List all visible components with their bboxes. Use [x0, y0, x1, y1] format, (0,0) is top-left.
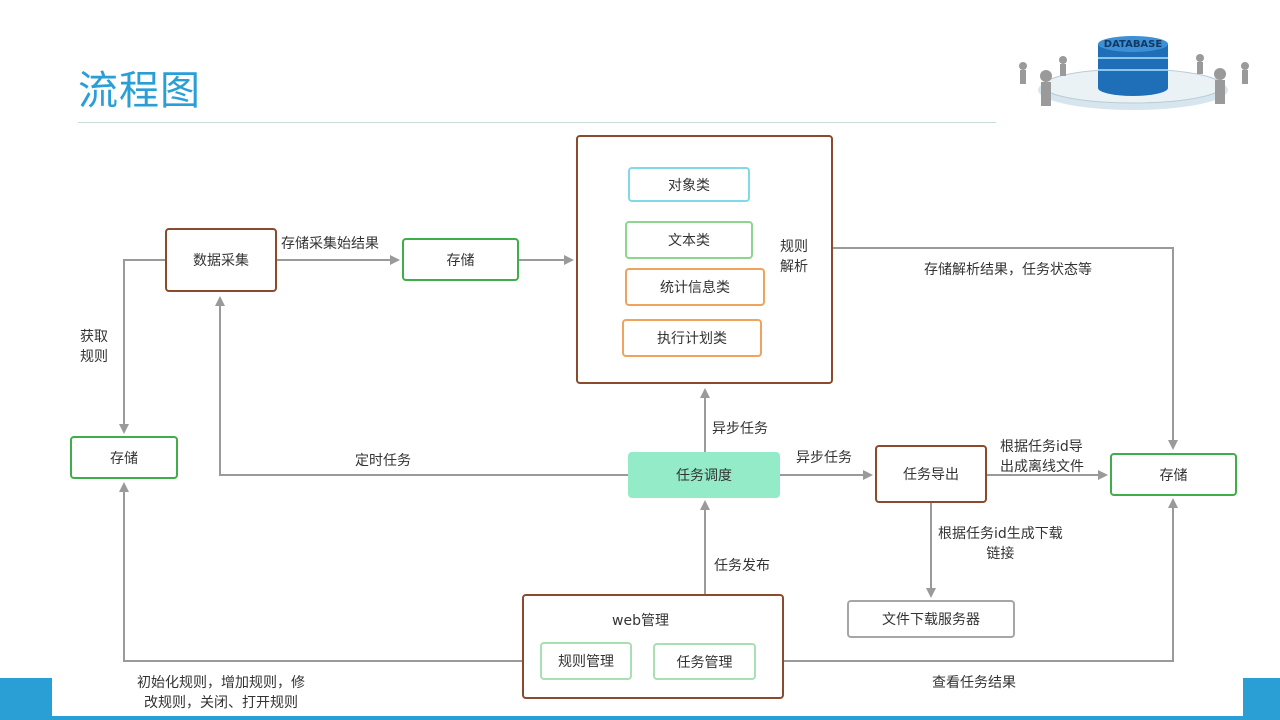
label-store-parse: 存储解析结果，任务状态等	[924, 262, 1092, 278]
edge-get-rule	[119, 259, 165, 434]
label-rule-parse: 规则 解析	[780, 239, 808, 275]
node-text-class[interactable]: 文本类	[625, 221, 753, 259]
edge-view-result	[756, 498, 1178, 662]
node-exec-plan-class[interactable]: 执行计划类	[622, 319, 762, 357]
web-manage-label: web管理	[612, 613, 669, 629]
footer-bar-right	[1243, 678, 1280, 720]
label-store-raw: 存储采集始结果	[281, 236, 379, 252]
node-stats-class[interactable]: 统计信息类	[625, 268, 765, 306]
label-gen-link: 根据任务id生成下载 链接	[938, 526, 1063, 562]
node-task-schedule[interactable]: 任务调度	[628, 452, 780, 498]
node-object-class[interactable]: 对象类	[628, 167, 750, 202]
logo-text: DATABASE	[1104, 39, 1163, 50]
title-divider	[78, 122, 996, 123]
edge-rule-ops	[119, 482, 540, 662]
node-task-manage[interactable]: 任务管理	[653, 643, 756, 680]
label-async-up: 异步任务	[712, 421, 768, 437]
label-gen-offline: 根据任务id导 出成离线文件	[1000, 439, 1084, 475]
node-storage-top[interactable]: 存储	[402, 238, 519, 281]
page-title: 流程图	[78, 68, 201, 114]
node-task-export[interactable]: 任务导出	[875, 445, 987, 503]
label-view-result: 查看任务结果	[932, 675, 1016, 691]
label-get-rule: 获取 规则	[80, 329, 108, 365]
database-logo: DATABASE	[1008, 30, 1258, 126]
edge-timed-task	[215, 296, 628, 476]
label-async-right: 异步任务	[796, 450, 852, 466]
edge-parse-to-storage-right	[833, 247, 1178, 450]
footer-line	[0, 716, 1280, 720]
footer-bar-left	[0, 678, 52, 720]
node-rule-manage[interactable]: 规则管理	[540, 642, 632, 680]
label-rule-ops: 初始化规则，增加规则，修 改规则，关闭、打开规则	[137, 675, 305, 711]
node-data-collect[interactable]: 数据采集	[165, 228, 277, 292]
node-storage-left[interactable]: 存储	[70, 436, 178, 479]
node-file-server[interactable]: 文件下载服务器	[847, 600, 1015, 638]
label-task-publish: 任务发布	[714, 558, 770, 574]
label-timed-task: 定时任务	[355, 453, 411, 469]
node-storage-right[interactable]: 存储	[1110, 453, 1237, 496]
